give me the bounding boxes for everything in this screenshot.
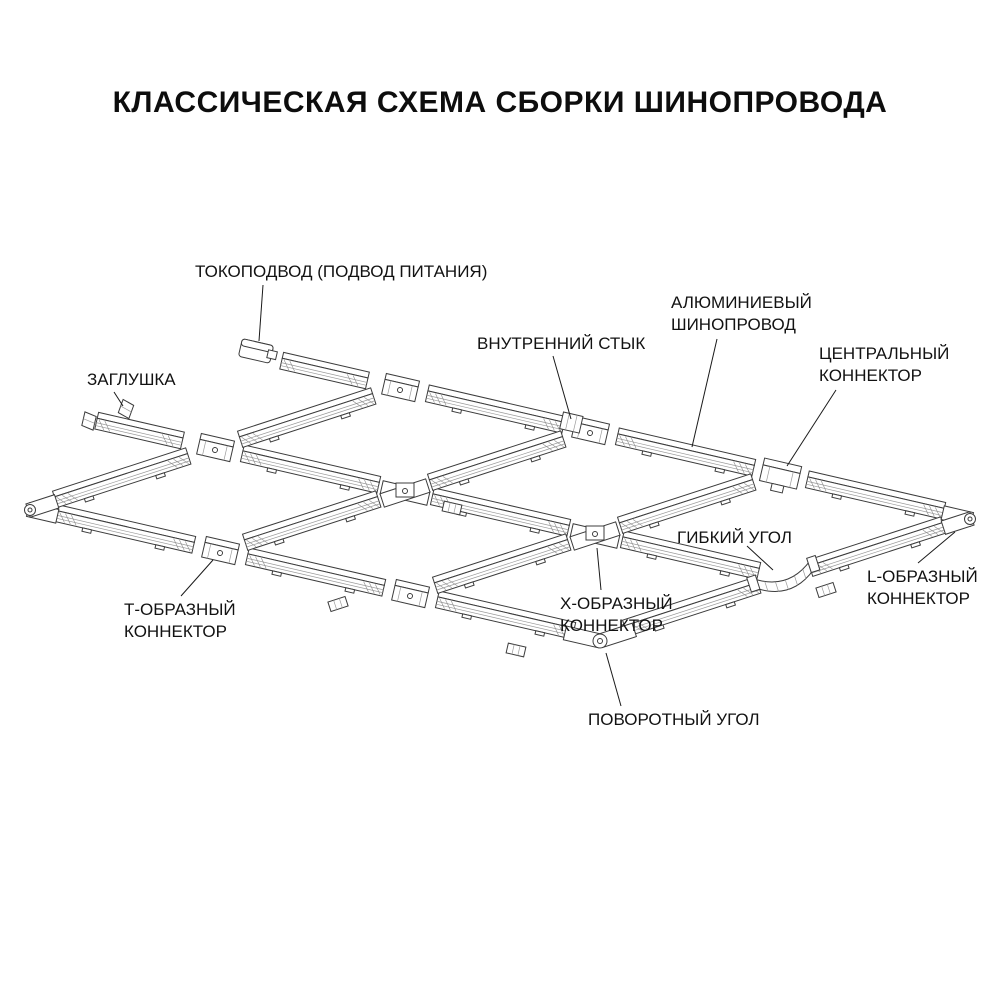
label-l-connector: L-ОБРАЗНЫЙ КОННЕКТОР xyxy=(867,567,978,609)
x-connector xyxy=(569,521,621,551)
power-feed-stub-rail xyxy=(279,351,370,390)
central-connector xyxy=(757,457,803,497)
leader-power-feed xyxy=(258,284,264,342)
leader-rotary-corner xyxy=(605,652,622,707)
loose-connector-piece xyxy=(505,642,527,658)
leader-flexible-corner xyxy=(746,545,774,571)
track-rail xyxy=(434,590,577,644)
leader-x-connector xyxy=(596,547,602,591)
track-rail xyxy=(54,504,197,558)
label-power-feed: ТОКОПОДВОД (ПОДВОД ПИТАНИЯ) xyxy=(195,262,488,281)
label-rotary-corner: ПОВОРОТНЫЙ УГОЛ xyxy=(588,710,760,729)
leader-l-connector xyxy=(917,531,956,564)
label-x-connector: Х-ОБРАЗНЫЙ КОННЕКТОР xyxy=(560,594,673,636)
rotary-corner-connector xyxy=(562,622,638,649)
power-feed-box xyxy=(237,338,279,365)
leader-internal-joint xyxy=(552,355,572,420)
track-rail xyxy=(804,470,947,524)
label-aluminum-track: АЛЮМИНИЕВЫЙ ШИНОПРОВОД xyxy=(671,293,812,335)
diagram-title: КЛАССИЧЕСКАЯ СХЕМА СБОРКИ ШИНОПРОВОДА xyxy=(112,86,888,119)
t-connector-feed-node xyxy=(381,373,420,403)
loose-connector-piece xyxy=(327,595,349,613)
track-rail xyxy=(242,490,383,555)
track-rail xyxy=(237,387,378,452)
aluminum-track-rail xyxy=(614,427,757,481)
leader-end-cap xyxy=(113,391,124,407)
t-connector xyxy=(201,536,240,566)
label-flexible-corner: ГИБКИЙ УГОЛ xyxy=(677,528,792,547)
track-rail xyxy=(432,533,573,598)
internal-joint xyxy=(559,411,584,434)
label-end-cap: ЗАГЛУШКА xyxy=(87,370,176,389)
track-rail xyxy=(429,487,572,541)
leader-t-connector xyxy=(180,559,214,597)
track-rail xyxy=(424,384,567,438)
leader-aluminum-track xyxy=(691,338,718,448)
t-connector xyxy=(391,579,430,609)
label-internal-joint: ВНУТРЕННИЙ СТЫК xyxy=(477,334,646,353)
l-connector-right-corner xyxy=(940,505,976,535)
track-rail xyxy=(244,547,387,601)
x-connector xyxy=(379,478,431,508)
track-rail xyxy=(52,447,193,512)
end-cap xyxy=(80,411,98,431)
label-t-connector: Т-ОБРАЗНЫЙ КОННЕКТОР xyxy=(124,600,236,642)
l-connector-left-corner xyxy=(24,494,60,524)
track-rail xyxy=(427,430,568,495)
flexible-corner-connector xyxy=(746,554,821,593)
t-connector xyxy=(196,433,235,463)
track-rail xyxy=(239,444,382,498)
end-cap-stub-rail xyxy=(94,411,185,450)
loose-connector-piece xyxy=(815,581,837,599)
leader-central-connector xyxy=(786,389,837,467)
label-central-connector: ЦЕНТРАЛЬНЫЙ КОННЕКТОР xyxy=(819,344,950,386)
